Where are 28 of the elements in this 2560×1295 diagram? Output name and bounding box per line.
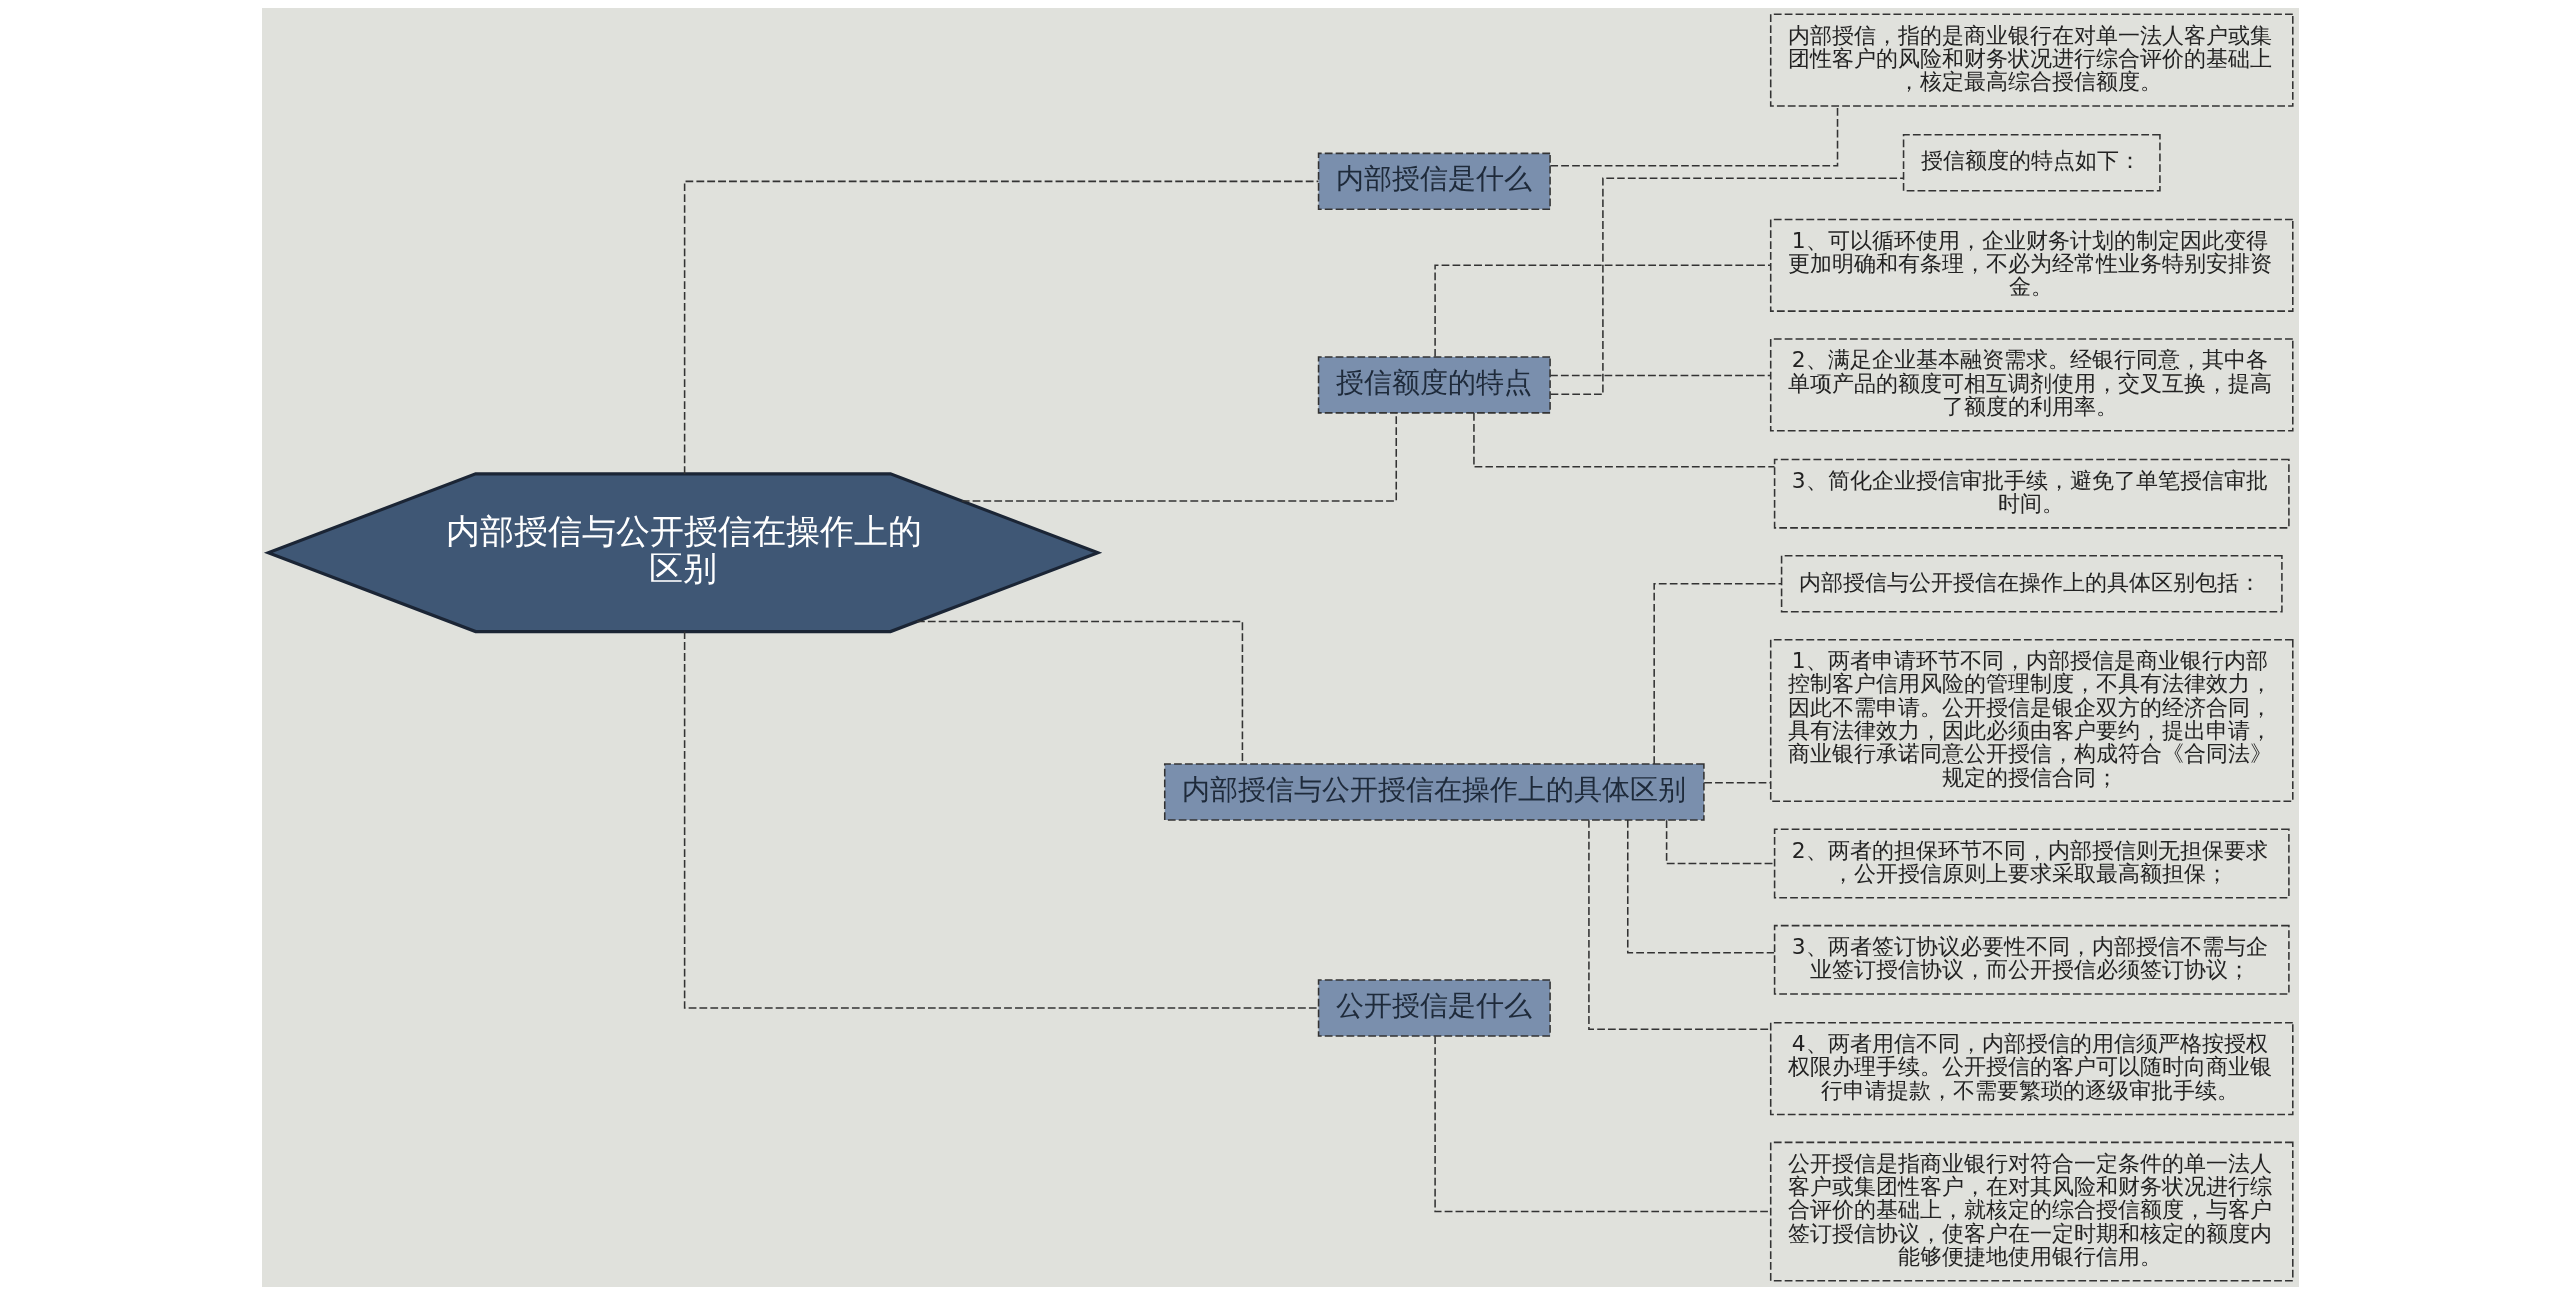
connector bbox=[1472, 412, 1775, 468]
node-box: 内部授信，指的是商业银行在对单一法人客户或集团性客户的风险和财务状况进行综合评价的基础上，核定最高综合授信额度。 bbox=[1769, 13, 2294, 107]
connector bbox=[683, 180, 1319, 475]
node-box: 内部授信与公开授信在操作上的具体区别 bbox=[1163, 763, 1705, 821]
node-box: 4、两者用信不同，内部授信的用信须严格按授权权限办理手续。公开授信的客户可以随时向商业银行申请提款，不需要繁琐的逐级审批手续。 bbox=[1769, 1021, 2294, 1116]
node-box: 2、满足企业基本融资需求。经银行同意，其中各单项产品的额度可相互调剂使用，交叉互换，提高了额度的利用率。 bbox=[1769, 338, 2294, 432]
connector bbox=[1587, 819, 1771, 1031]
connector bbox=[1702, 781, 1771, 784]
node-box: 授信额度的特点如下： bbox=[1902, 133, 2161, 192]
node-box: 内部授信是什么 bbox=[1317, 152, 1551, 211]
node-box: 公开授信是什么 bbox=[1317, 979, 1551, 1037]
connector bbox=[683, 630, 1319, 1009]
node-box: 公开授信是指商业银行对符合一定条件的单一法人客户或集团性客户，在对其风险和财务状况进行综合评价的基础上，就核定的综合授信额度，与客户签订授信协议，使客户在一定时期和核定的额度内能够便捷地使用银行信用。 bbox=[1769, 1141, 2294, 1282]
connector bbox=[1548, 374, 1771, 377]
node-box: 1、两者申请环节不同，内部授信是商业银行内部控制客户信用风险的管理制度，不具有法律效力，因此不需申请。公开授信是银企双方的经济合同，具有法律效力，因此必须由客户要约，提出申请，商业银行承诺同意公开授信，构成符合《合同法》规定的授信合同； bbox=[1769, 638, 2294, 803]
node-box: 1、可以循环使用，企业财务计划的制定因此变得更加明确和有条理，不必为经常性业务特别安排资金。 bbox=[1769, 218, 2294, 312]
connector bbox=[1549, 105, 1838, 167]
connector bbox=[1433, 264, 1771, 358]
connector bbox=[1665, 819, 1775, 865]
node-box: 授信额度的特点 bbox=[1317, 356, 1551, 414]
connector bbox=[1652, 583, 1782, 765]
connector bbox=[1626, 819, 1775, 954]
node-box: 3、简化企业授信审批手续，避免了单笔授信审批时间。 bbox=[1773, 458, 2290, 529]
node-box: 2、两者的担保环节不同，内部授信则无担保要求，公开授信原则上要求采取最高额担保； bbox=[1773, 828, 2290, 899]
connector bbox=[1433, 1035, 1771, 1213]
node-box: 内部授信与公开授信在操作上的具体区别包括： bbox=[1780, 555, 2283, 613]
node-box: 3、两者签订协议必要性不同，内部授信不需与企业签订授信协议，而公开授信必须签订协议； bbox=[1773, 924, 2290, 995]
connector bbox=[1549, 177, 1904, 395]
